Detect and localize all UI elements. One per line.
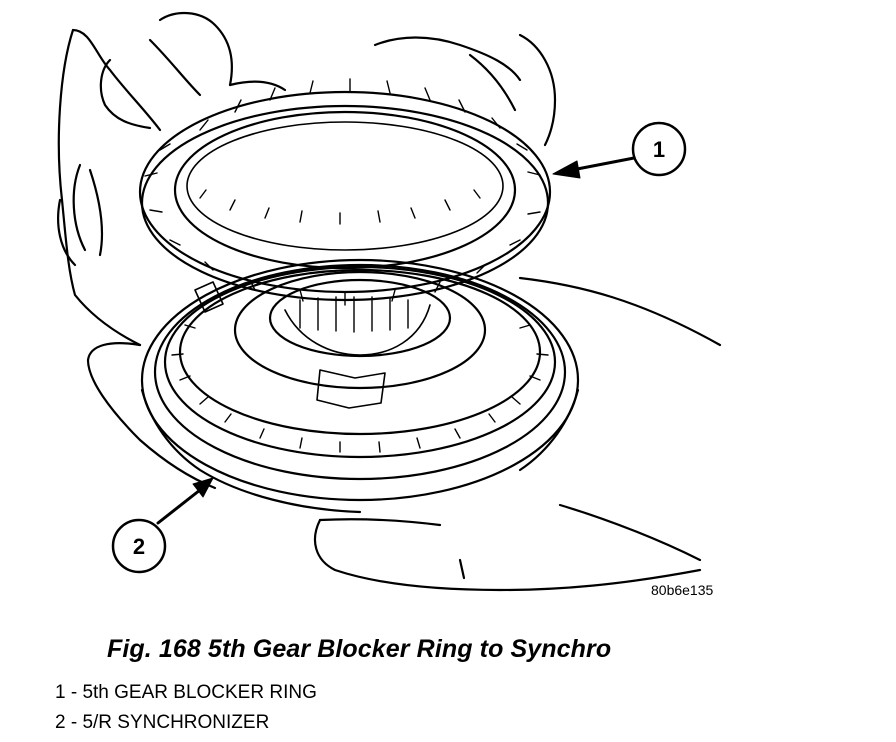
callout-1-leader <box>570 156 636 172</box>
synchronizer-outer-rim <box>153 263 567 481</box>
callout-1-number: 1 <box>653 137 665 162</box>
figure-reference-code: 80b6e135 <box>651 582 714 598</box>
synchronizer-outer-edge <box>140 258 580 502</box>
callout-2-circle <box>111 518 167 574</box>
synchronizer <box>140 258 580 514</box>
synchronizer-inner-teeth-ring <box>163 265 557 459</box>
callout-2-number: 2 <box>133 534 145 559</box>
lower-hand-outline <box>86 276 722 592</box>
callout-1-circle <box>631 121 687 177</box>
legend-item-1: 1 - 5th GEAR BLOCKER RING <box>55 682 317 703</box>
legend-item-2: 2 - 5/R SYNCHRONIZER <box>55 712 270 733</box>
callout-2-leader <box>156 488 202 525</box>
blocker-ring <box>138 78 552 306</box>
blocker-ring-inner-edge <box>173 110 517 270</box>
blocker-ring-outer-edge <box>138 90 552 294</box>
legend-list: 1 - 5th GEAR BLOCKER RING 2 - 5/R SYNCHR… <box>55 680 317 740</box>
callout-1-arrowhead <box>552 160 581 179</box>
upper-hand-outline <box>57 11 557 347</box>
callout-2 <box>111 477 214 574</box>
callout-2-arrowhead <box>192 477 214 498</box>
callout-1 <box>552 121 687 179</box>
figure-caption: Fig. 168 5th Gear Blocker Ring to Synchr… <box>107 635 612 663</box>
